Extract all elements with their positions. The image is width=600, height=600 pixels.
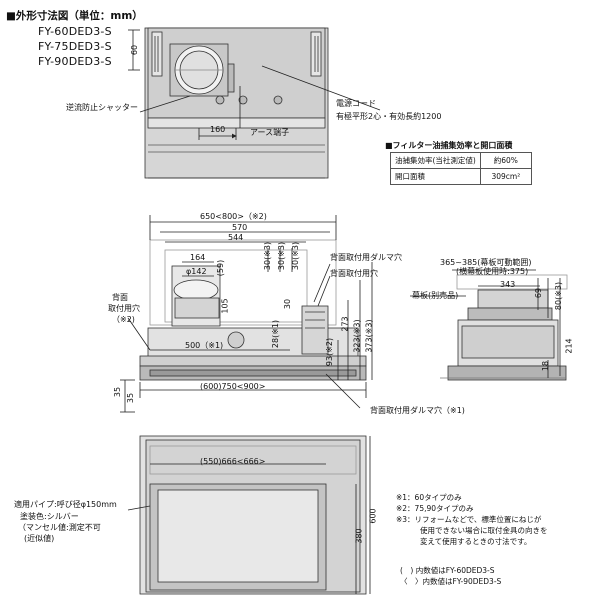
bottom-dim-600: 600 [368, 508, 378, 524]
dim-273: 273 [340, 316, 350, 332]
note-item: 使用できない場合に取付金具の向きを [420, 526, 548, 535]
dim-500: 500（※1) [185, 341, 224, 350]
dim-30a: 30(※3) [263, 241, 273, 271]
dim-35a: 35 [113, 386, 123, 398]
dim-range: 365~385(幕板可動範囲) [440, 258, 532, 267]
dim-30b: 30(※3) [277, 241, 287, 271]
page-title: ■外形寸法図（単位：mm） [6, 10, 143, 22]
top-view [128, 27, 381, 179]
dim-bottom: (600)750<900> [200, 382, 266, 391]
dim-343: 343 [500, 280, 516, 289]
note-item: ※1：60タイプのみ [396, 493, 462, 502]
label-back-hole: 背面 [112, 293, 128, 302]
dim-160: 160 [210, 125, 226, 134]
bottom-view [127, 435, 371, 595]
dim-30: 30 [283, 298, 293, 310]
note-item: ※3：リフォームなどで、標準位置にねじが [396, 515, 542, 524]
table-cell: 油捕集効率(当社測定値) [390, 152, 481, 169]
dim-18: 18 [541, 360, 551, 372]
label-dalma-top: 背面取付用ダルマ穴 [330, 253, 402, 262]
filter-table: 油捕集効率(当社測定値) 約60% 開口面積 309cm² [390, 152, 532, 185]
table-row: 油捕集効率(当社測定値) 約60% [390, 152, 532, 169]
dim-105: 105 [220, 298, 230, 314]
dim-range2: (横幕板使用時:375) [456, 267, 529, 276]
ground-label: アース端子 [250, 128, 290, 137]
dim-373: 373(※3) [364, 319, 374, 353]
filter-table-title: ■フィルター油捕集効率と開口面積 [385, 141, 513, 150]
model-name: FY-60DED3-S [38, 25, 112, 38]
label-hole-top: 背面取付用穴 [330, 269, 378, 278]
dim-544: 544 [228, 233, 244, 242]
label-dalma-bottom: 背面取付用ダルマ穴（※1) [370, 406, 465, 415]
dim-164: 164 [190, 253, 206, 262]
shutter-label: 逆流防止シャッター [66, 103, 138, 112]
side-view [410, 269, 568, 381]
dim-28: 28(※1) [271, 319, 281, 349]
dim-93: 93(※2) [325, 337, 335, 367]
dim-59: (59) [216, 259, 226, 277]
power-cord-label: 電源コード [336, 99, 376, 108]
note-item: ※2：75,90タイプのみ [396, 504, 474, 513]
paint-label: 塗装色:シルバー [20, 512, 79, 521]
table-cell: 開口面積 [390, 168, 481, 185]
legend-item: ( ) 内数値はFY-60DED3-S [400, 566, 495, 575]
table-cell: 309cm² [479, 168, 532, 185]
bottom-dim-width: (550)666<666> [200, 457, 266, 466]
legend-item: 〈 〉内数値はFY-90DED3-S [400, 577, 502, 586]
table-cell: 約60% [479, 152, 532, 169]
maku-label: 幕板(別売品) [412, 291, 459, 300]
model-name: FY-75DED3-S [38, 40, 112, 53]
table-row: 開口面積 309cm² [390, 168, 532, 185]
dim-width-label: 650<800>（※2) [200, 212, 267, 221]
ref-label: (近似値) [24, 534, 55, 543]
munsell-label: （マンセル値:測定不可 [18, 523, 101, 532]
power-cord-spec: 有極平形2心・有効長約1200 [336, 112, 442, 121]
note-item: 変えて使用するときの寸法です。 [420, 537, 532, 546]
dim-323: 323(※3) [352, 319, 362, 353]
label-back-hole2: 取付用穴 [108, 304, 140, 313]
dim-214: 214 [564, 338, 574, 354]
dim-30c: 30(※3) [291, 241, 301, 271]
dim-69: 69 [534, 287, 544, 299]
dim-570: 570 [232, 223, 248, 232]
dim-phi: φ142 [186, 267, 207, 276]
model-name: FY-90DED3-S [38, 55, 112, 68]
front-view [120, 215, 373, 413]
pipe-label: 適用パイプ:呼び径φ150mm [14, 500, 117, 509]
label-back-hole3: （※2) [112, 315, 135, 324]
dim-60: 60 [130, 44, 140, 56]
dim-80: 80(※3) [554, 281, 564, 311]
dim-35b: 35 [126, 392, 136, 404]
bottom-dim-380: 380 [354, 528, 364, 544]
